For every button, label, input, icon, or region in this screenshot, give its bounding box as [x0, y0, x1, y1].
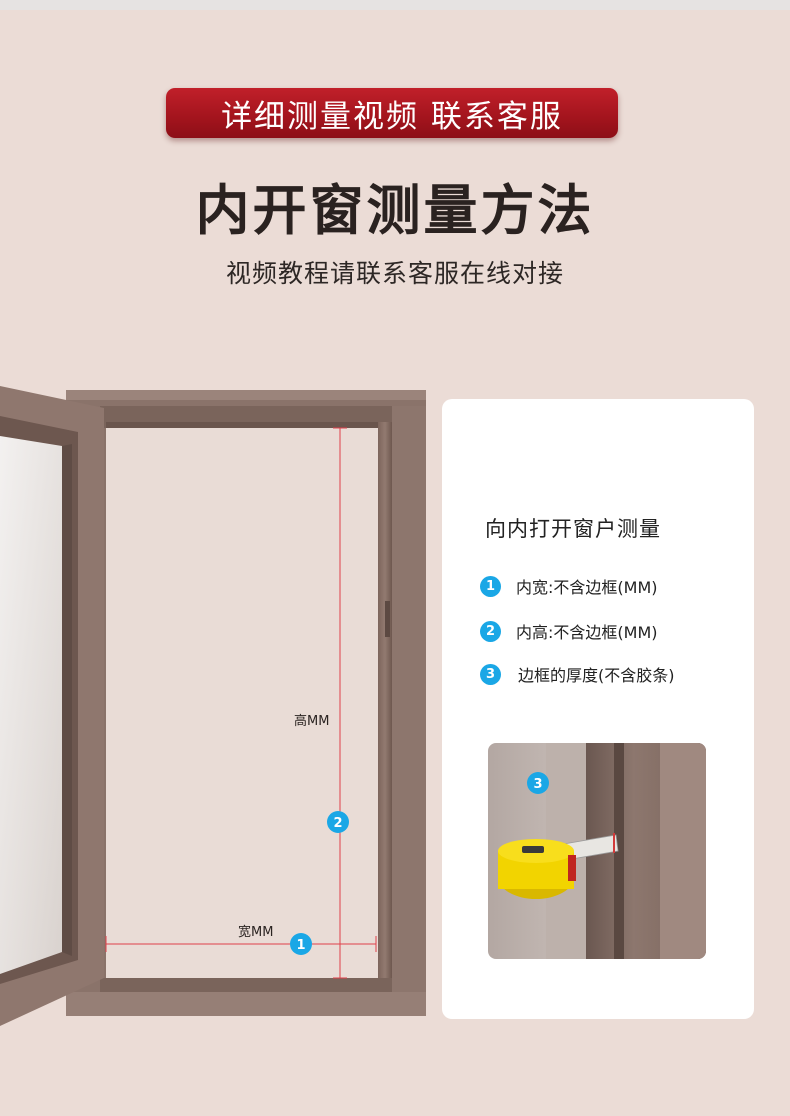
- top-strip: [0, 0, 790, 10]
- frame-right-outer: [392, 406, 426, 1016]
- step-badge: 3: [480, 663, 501, 685]
- tape-measure-illustration: 3: [488, 743, 706, 959]
- width-label: 宽MM: [238, 924, 273, 940]
- card-title: 向内打开窗户测量: [485, 517, 661, 541]
- open-sash-glass: [0, 436, 62, 974]
- width-badge-number: 1: [296, 938, 305, 953]
- height-badge-number: 2: [333, 816, 342, 831]
- tape-button: [522, 846, 544, 853]
- window-diagram: 高MM 宽MM 2 1: [0, 386, 426, 1026]
- instruction-text: 内宽:不含边框(MM): [516, 578, 658, 597]
- open-sash-edge: [62, 444, 72, 956]
- height-label: 高MM: [294, 713, 329, 729]
- instruction-item-width: 1 内宽:不含边框(MM): [480, 574, 658, 598]
- photo-badge-number: 3: [533, 777, 542, 792]
- height-badge: [327, 811, 349, 833]
- window-opening: [106, 426, 378, 978]
- contact-banner[interactable]: 详细测量视频 联系客服: [166, 88, 618, 138]
- inner-frame-bottom: [100, 978, 392, 992]
- inner-frame-top-lip: [106, 422, 378, 428]
- photo-badge: [527, 772, 549, 794]
- instructions-card: 向内打开窗户测量 1 内宽:不含边框(MM) 2 内高:不含边框(MM) 3 边…: [442, 399, 754, 1019]
- photo-frame-light: [660, 743, 706, 959]
- instruction-text: 边框的厚度(不含胶条): [518, 666, 675, 685]
- page-title: 内开窗测量方法: [195, 179, 595, 242]
- page-subtitle: 视频教程请联系客服在线对接: [225, 259, 564, 288]
- sill: [66, 992, 426, 1016]
- banner-text: 详细测量视频 联系客服: [221, 98, 563, 135]
- hinge: [385, 601, 390, 637]
- step-badge: 1: [480, 575, 501, 597]
- inner-frame-right: [378, 422, 392, 990]
- instruction-item-thickness: 3 边框的厚度(不含胶条): [480, 662, 675, 686]
- window-illustration: 高MM 宽MM 2 1: [0, 386, 430, 1036]
- instruction-item-height: 2 内高:不含边框(MM): [480, 619, 658, 643]
- step-badge: 2: [480, 620, 501, 642]
- frame-top-highlight: [66, 390, 426, 400]
- photo-frame-groove: [614, 743, 624, 959]
- instruction-text: 内高:不含边框(MM): [516, 623, 658, 642]
- width-badge: [290, 933, 312, 955]
- frame-thickness-photo: 3: [488, 743, 706, 959]
- tape-clip: [568, 855, 576, 881]
